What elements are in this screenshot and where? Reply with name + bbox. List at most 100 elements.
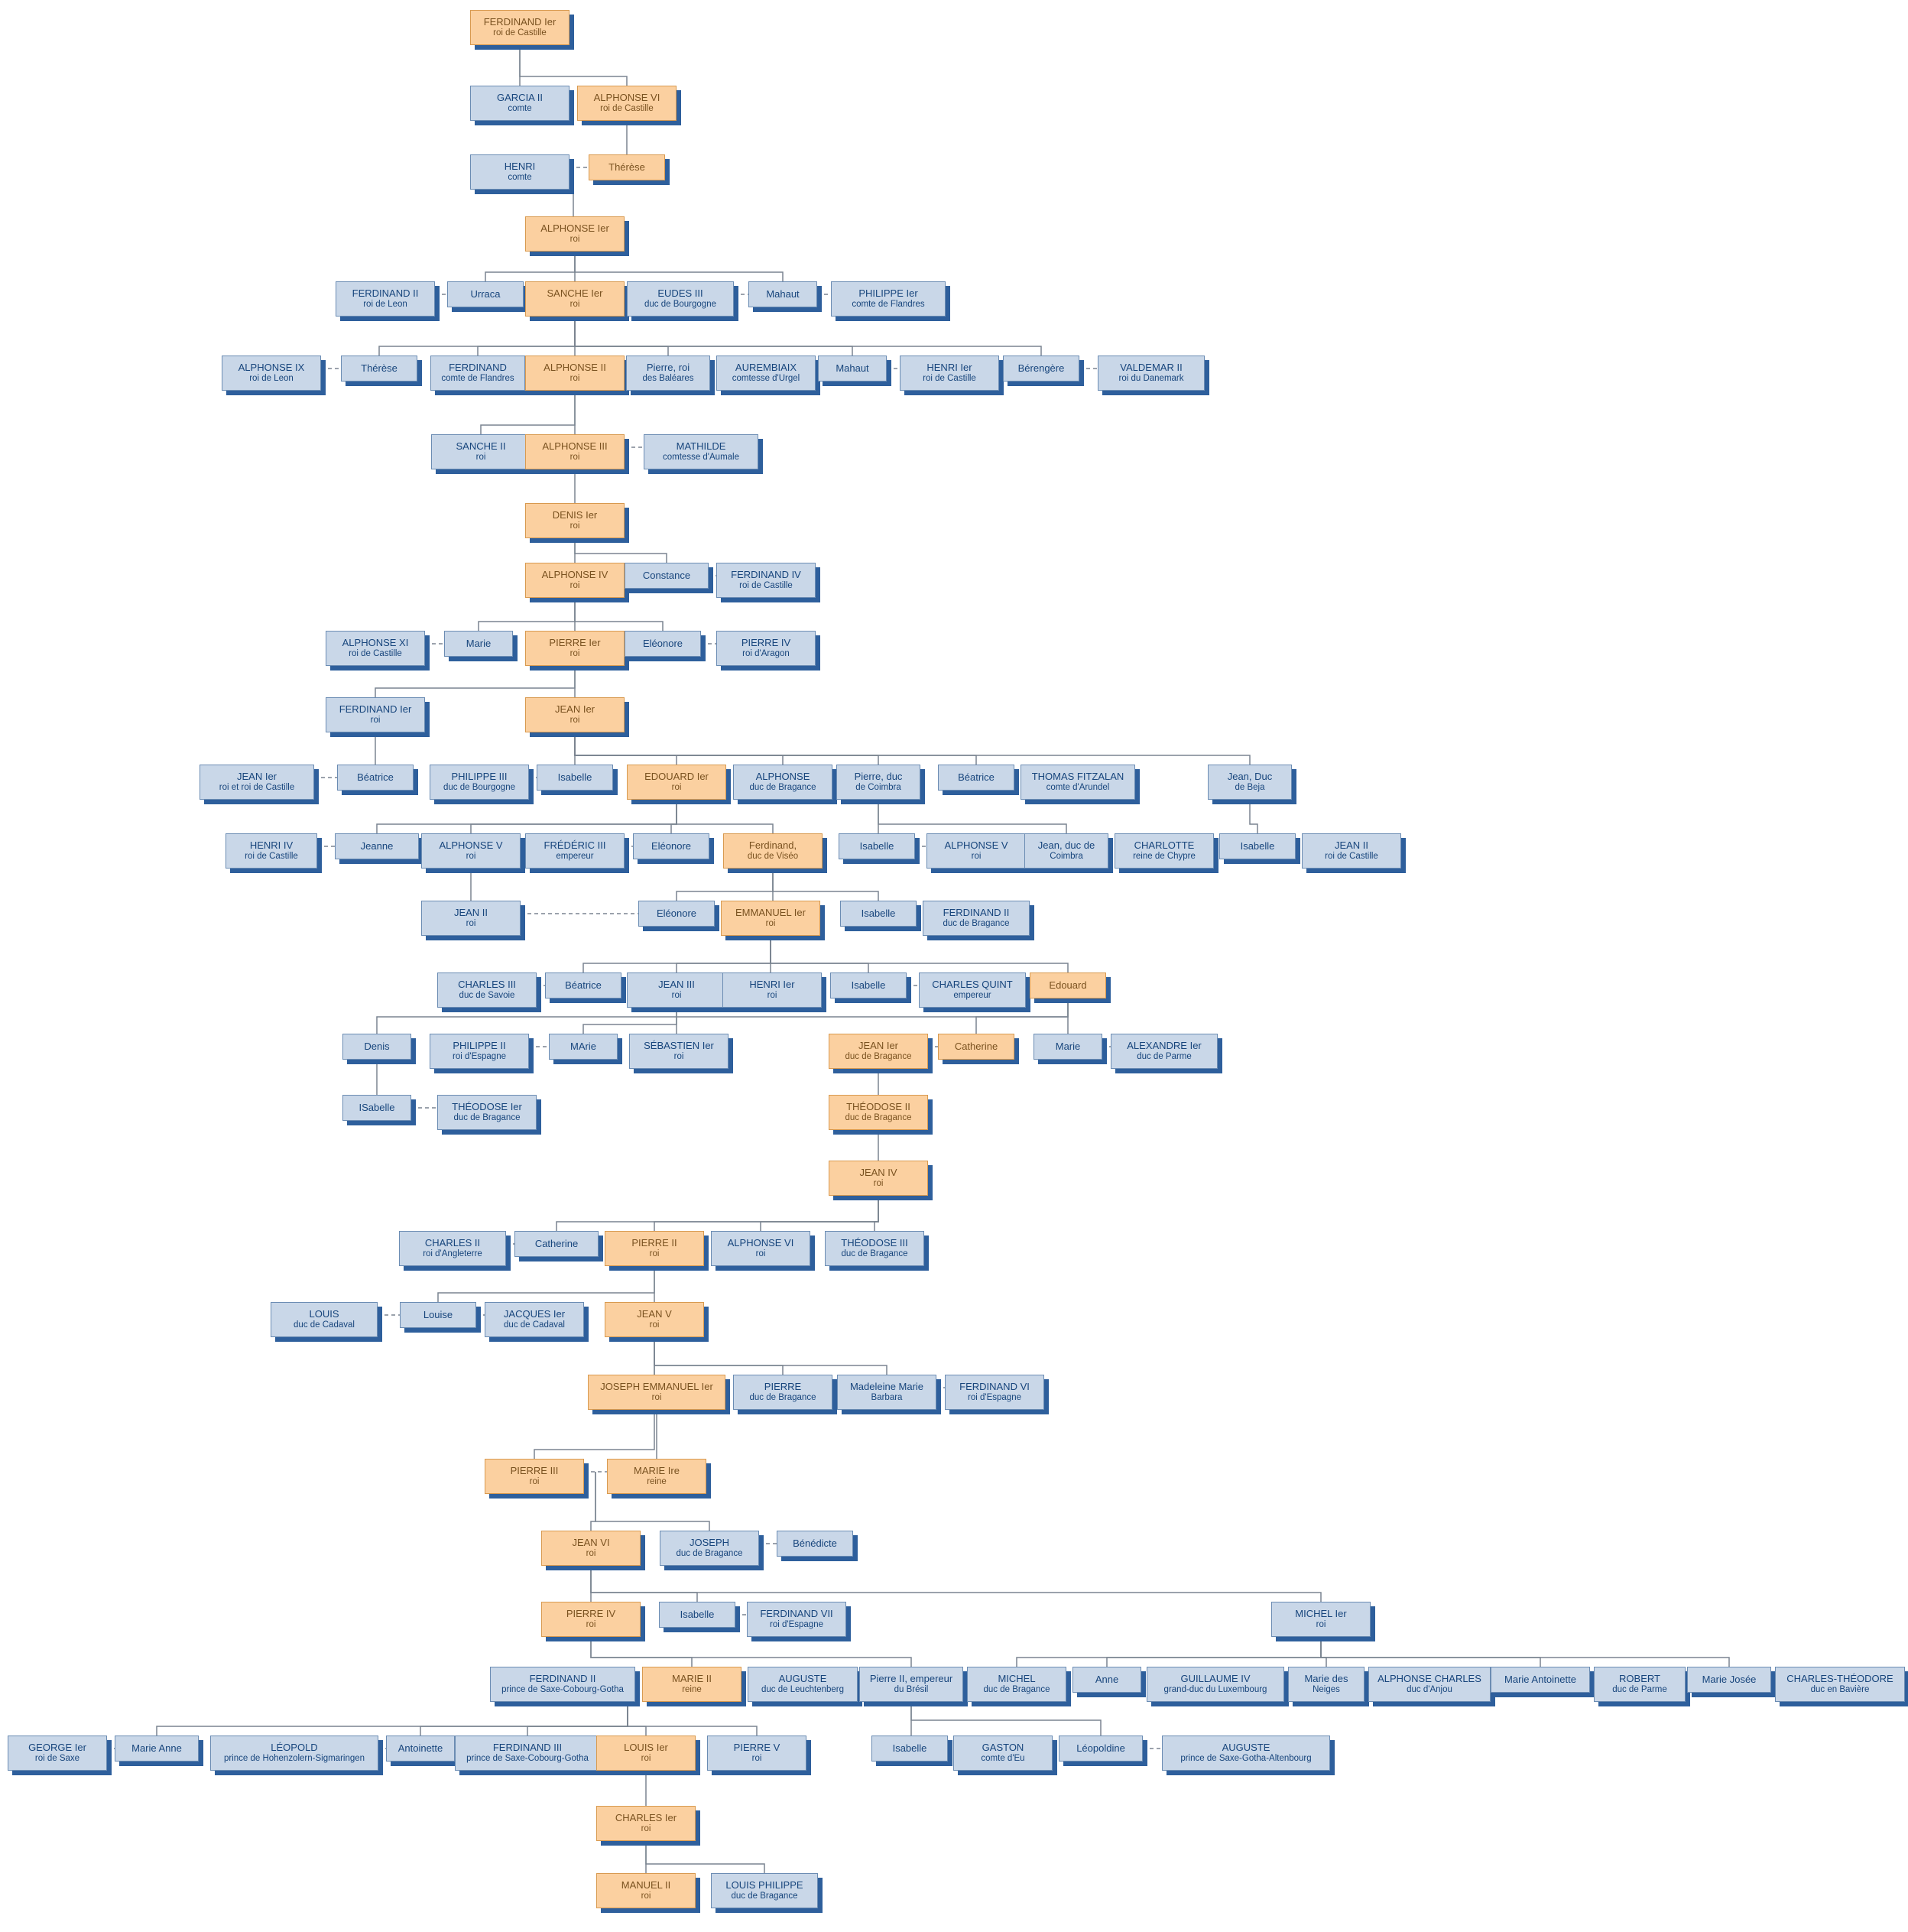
tree-node-isabelle7[interactable]: Isabelle — [659, 1602, 735, 1628]
tree-node-isabelle3[interactable]: Isabelle — [1219, 833, 1296, 859]
tree-node-constance[interactable]: Constance — [625, 563, 709, 589]
tree-node-beatrice2[interactable]: Béatrice — [938, 765, 1014, 791]
tree-node-isabelle8[interactable]: Isabelle — [871, 1736, 948, 1762]
tree-node-marieantoinette[interactable]: Marie Antoinette — [1491, 1667, 1590, 1693]
tree-node-urraca[interactable]: Urraca — [447, 281, 524, 307]
tree-node-benedicte[interactable]: Bénédicte — [777, 1531, 853, 1557]
tree-node-marie1[interactable]: Marie — [444, 631, 513, 657]
tree-node-isabelle6[interactable]: ISabelle — [342, 1095, 411, 1121]
tree-node-louise[interactable]: Louise — [400, 1302, 476, 1328]
tree-node-antoinette[interactable]: Antoinette — [386, 1736, 455, 1762]
tree-node-mahaut1[interactable]: Mahaut — [748, 281, 817, 307]
tree-node-ferdviseo[interactable]: Ferdinand,duc de Viséo — [723, 833, 823, 869]
tree-node-catherine2[interactable]: Catherine — [514, 1231, 599, 1257]
tree-node-eleonore2[interactable]: Eléonore — [633, 833, 709, 859]
tree-node-mariejosee[interactable]: Marie Josée — [1687, 1667, 1771, 1693]
tree-node-anne[interactable]: Anne — [1072, 1667, 1141, 1693]
tree-node-leopoldine[interactable]: Léopoldine — [1059, 1736, 1143, 1762]
tree-node-therese2[interactable]: Thérèse — [341, 356, 417, 382]
tree-node-isabelle2[interactable]: Isabelle — [839, 833, 915, 859]
tree-node-marie3x[interactable]: Marie — [1034, 1034, 1102, 1060]
tree-node-marie2x[interactable]: MArie — [549, 1034, 618, 1060]
tree-node-catherine1[interactable]: Catherine — [938, 1034, 1014, 1060]
tree-node-denis2[interactable]: Denis — [342, 1034, 411, 1060]
tree-node-beatrice3[interactable]: Béatrice — [545, 972, 621, 998]
tree-node-marieanne[interactable]: Marie Anne — [115, 1736, 199, 1762]
tree-node-isabelle5[interactable]: Isabelle — [830, 972, 907, 998]
tree-node-eleonore1[interactable]: Eléonore — [625, 631, 701, 657]
tree-node-therese1[interactable]: Thérèse — [589, 154, 665, 180]
